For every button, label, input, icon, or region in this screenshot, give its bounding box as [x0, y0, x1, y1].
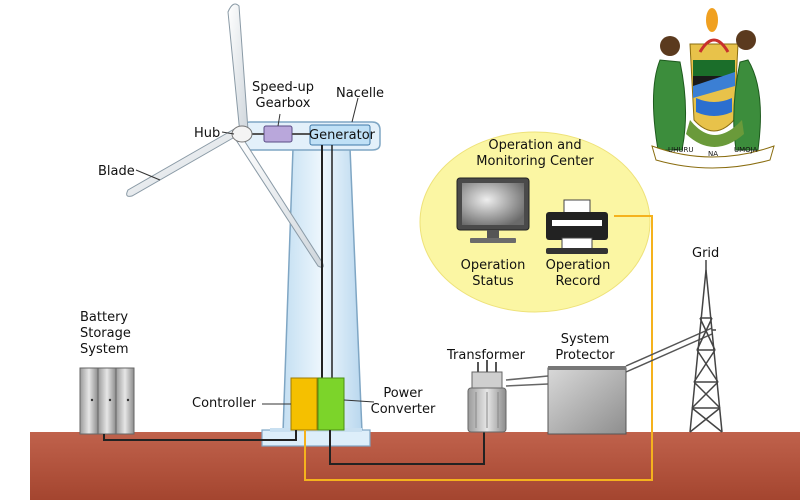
gearbox-label-line2: Gearbox [255, 96, 311, 111]
nacelle-label: Nacelle [336, 86, 385, 101]
operation-status-label: Operation Status [453, 258, 533, 290]
turbine-blades [126, 3, 324, 268]
power-converter-label: Power Converter [366, 386, 440, 418]
battery-label: Battery Storage System [80, 310, 131, 358]
coat-of-arms-emblem [651, 8, 775, 169]
emblem-motto-mid: NA [708, 150, 719, 158]
operation-record-label-line2: Record [555, 274, 601, 289]
operation-status-label-line1: Operation [460, 258, 526, 273]
monitoring-center-label-line1: Operation and [488, 138, 582, 153]
leader-lines [135, 97, 375, 405]
battery-label-line1: Battery [80, 310, 129, 325]
transformer-label: Transformer [447, 348, 526, 363]
battery-label-line2: Storage [80, 326, 131, 341]
power-converter-unit [317, 377, 345, 431]
printer-icon [546, 199, 608, 254]
blade-label: Blade [98, 164, 135, 179]
transformer-unit [467, 360, 507, 433]
monitor-icon [456, 177, 530, 243]
controller-unit [290, 377, 318, 431]
signal-line [304, 215, 653, 481]
system-protector-label-line1: System [560, 332, 610, 347]
monitoring-center-label: Operation and Monitoring Center [455, 138, 615, 170]
controller-label: Controller [192, 396, 256, 411]
power-converter-label-line1: Power [383, 386, 423, 401]
battery-storage-unit [79, 367, 135, 435]
power-converter-label-line2: Converter [370, 402, 436, 417]
emblem-motto-right: UMOJA [734, 146, 758, 154]
operation-status-label-line2: Status [472, 274, 514, 289]
grid-cable [329, 430, 485, 465]
system-protector-unit [547, 366, 627, 435]
gearbox-label-line1: Speed-up [252, 80, 314, 95]
gearbox [263, 125, 293, 143]
system-protector-label: System Protector [550, 332, 620, 364]
operation-record-label-line1: Operation [545, 258, 611, 273]
battery-cable [103, 430, 297, 441]
grid-label: Grid [692, 246, 720, 261]
generator-label: Generator [309, 128, 376, 143]
operation-record-label: Operation Record [538, 258, 618, 290]
monitoring-center-label-line2: Monitoring Center [476, 154, 594, 169]
emblem-motto-left: UHURU [668, 146, 694, 154]
grid-tower [689, 260, 723, 433]
hub-label: Hub [194, 126, 221, 141]
system-protector-label-line2: Protector [555, 348, 615, 363]
monitoring-center-area [419, 131, 651, 313]
emblem-ribbon [651, 145, 775, 169]
ground [30, 432, 800, 500]
nacelle [243, 121, 381, 151]
battery-label-line3: System [80, 342, 129, 357]
gearbox-label: Speed-up Gearbox [250, 80, 316, 112]
